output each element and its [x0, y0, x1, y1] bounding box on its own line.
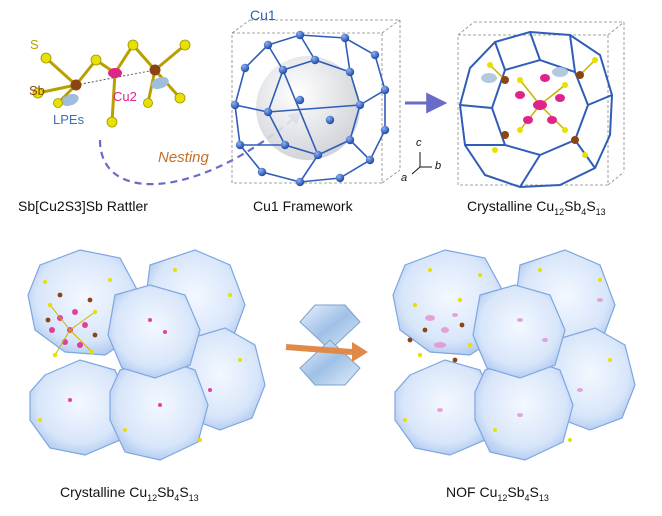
caption-nof: NOF Cu12Sb4S13 [446, 484, 549, 503]
caption-crystalline-top: Crystalline Cu12Sb4S13 [467, 198, 606, 217]
axis-label-b: b [435, 160, 442, 172]
axis-triad-icon [411, 152, 432, 175]
axis-label-c: c [416, 137, 422, 149]
lpe-right [151, 76, 169, 90]
nesting-arrow [98, 111, 302, 186]
label-nesting: Nesting [158, 149, 209, 166]
nof-cage-packing [392, 249, 636, 461]
caption-crystalline-bottom: Crystalline Cu12Sb4S13 [60, 484, 199, 503]
axis-label-a: a [401, 172, 408, 184]
label-cu1: Cu1 [250, 7, 276, 23]
cu1-framework [230, 19, 401, 187]
crystalline-structure [457, 21, 625, 189]
caption-rattler: Sb[Cu2S3]Sb Rattler [18, 198, 148, 214]
process-arrow-head [352, 342, 368, 362]
label-s: S [30, 37, 39, 52]
diamond-icon [299, 304, 361, 386]
label-cu2: Cu2 [113, 89, 137, 104]
caption-framework: Cu1 Framework [253, 198, 353, 214]
label-lpes: LPEs [53, 112, 85, 127]
rattler-structure [32, 39, 191, 128]
label-sb: Sb [29, 83, 45, 98]
crystalline-cage-packing [27, 249, 266, 461]
lpe-left [61, 93, 79, 107]
process-arrow [285, 344, 353, 355]
